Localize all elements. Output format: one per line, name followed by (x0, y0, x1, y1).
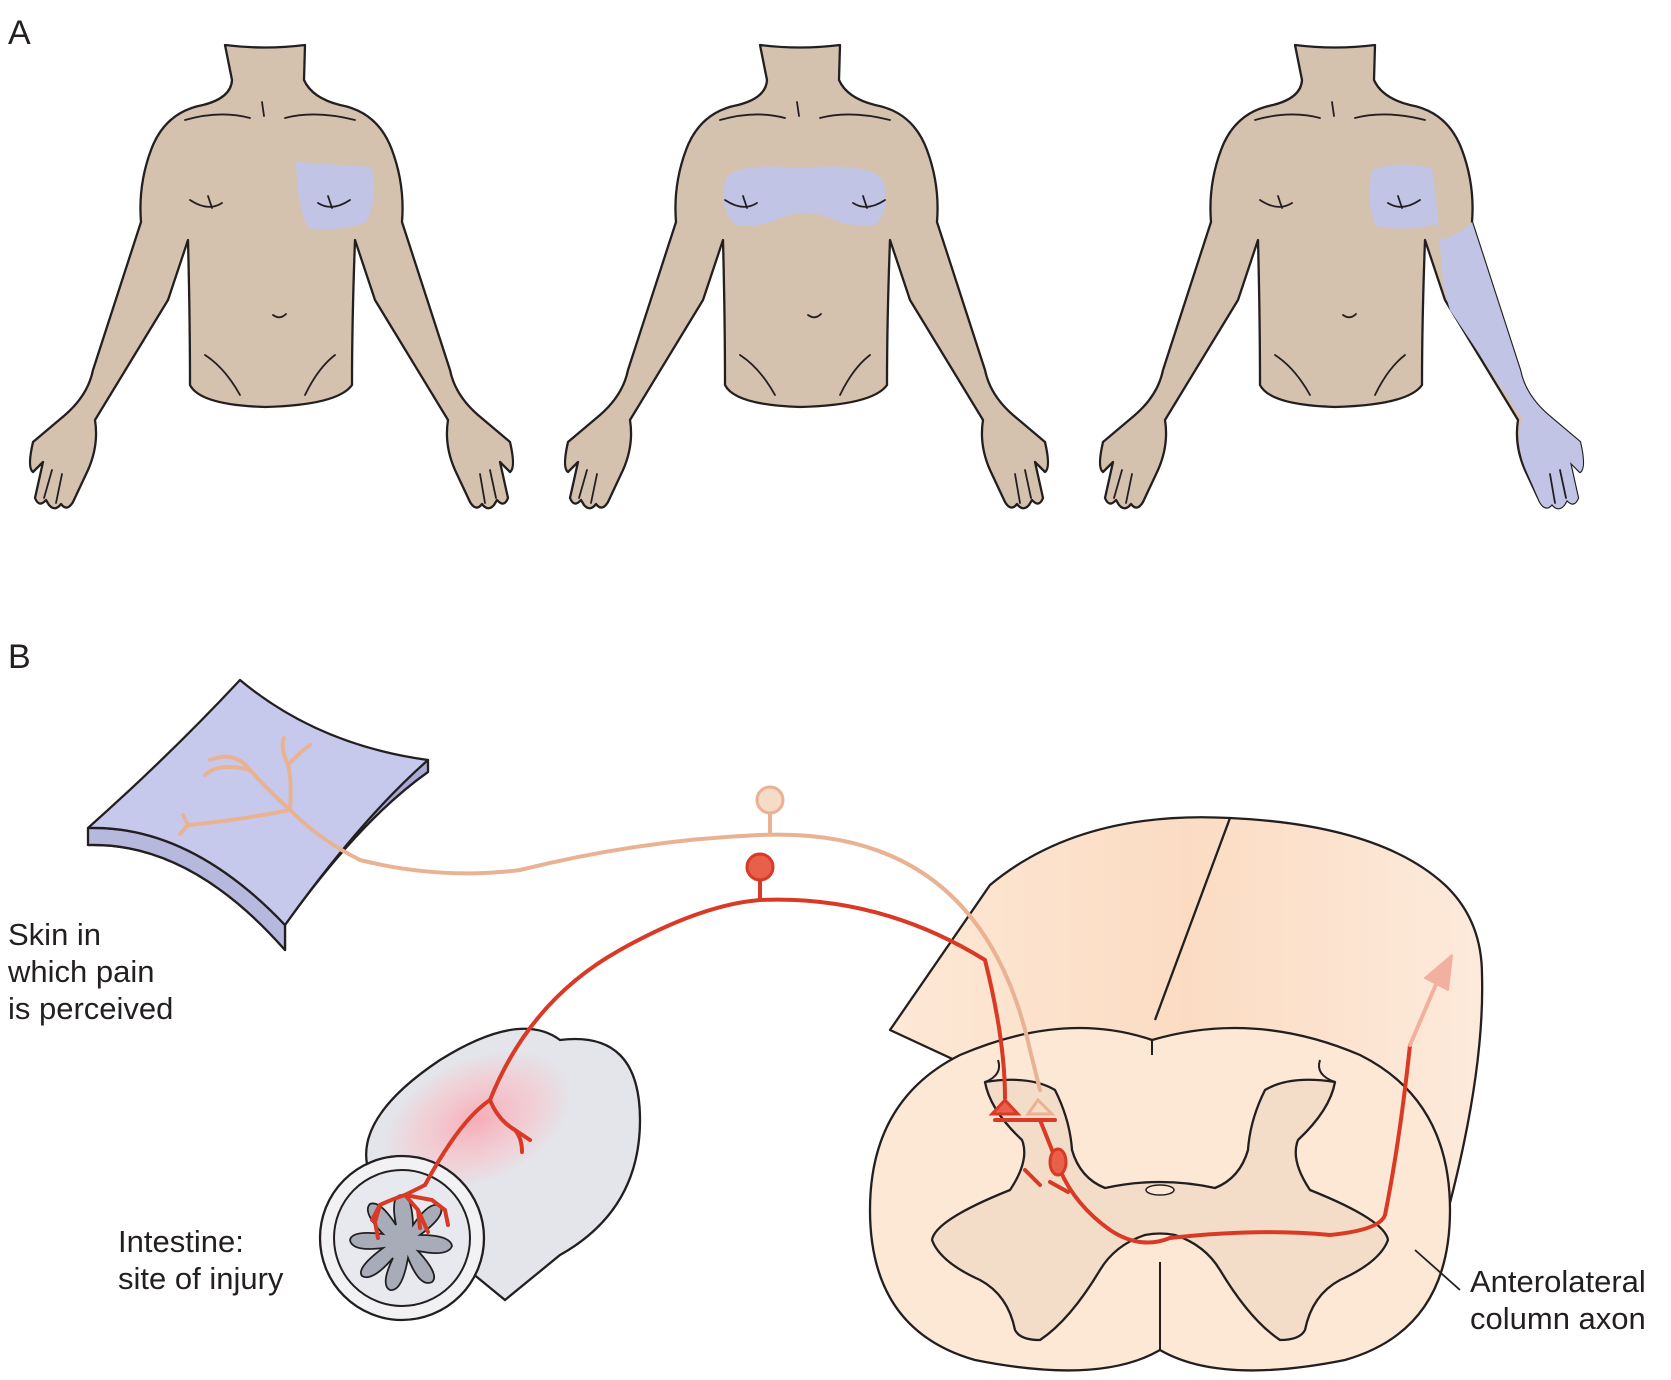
pain-region-chest-band (723, 166, 886, 226)
body-figure-chest (28, 43, 515, 510)
ascending-axon-arrow (1408, 973, 1442, 1047)
pain-region-left-arm (1369, 164, 1583, 509)
spinal-cord (868, 816, 1484, 1372)
panel-label-a: A (8, 14, 31, 52)
cutaneous-nerve-endings (178, 736, 362, 862)
pain-region-left-chest (296, 162, 374, 230)
label-anterolateral-axon: Anterolateral column axon (1470, 1264, 1654, 1336)
visceral-nerve-endings (370, 1098, 532, 1240)
panel-label-b: B (8, 638, 31, 676)
label-intestine: Intestine: site of injury (118, 1224, 284, 1296)
intestine (318, 1027, 642, 1322)
visceral-afferent-fiber (423, 852, 1057, 1187)
label-skin: Skin in which pain is perceived (7, 917, 173, 1026)
gray-matter (930, 1078, 1390, 1342)
cutaneous-afferent-fiber (358, 785, 1056, 1116)
skin-patch (86, 678, 430, 952)
cutaneous-afferent-cell-body (755, 785, 785, 815)
visceral-afferent-cell-body (745, 852, 775, 882)
body-figure-arm (1098, 43, 1585, 510)
injury-site (383, 1049, 573, 1191)
label-leader-line (1414, 1249, 1461, 1291)
body-figure-band (563, 43, 1050, 510)
projection-neuron (1023, 954, 1453, 1245)
central-canal (1145, 1184, 1175, 1196)
